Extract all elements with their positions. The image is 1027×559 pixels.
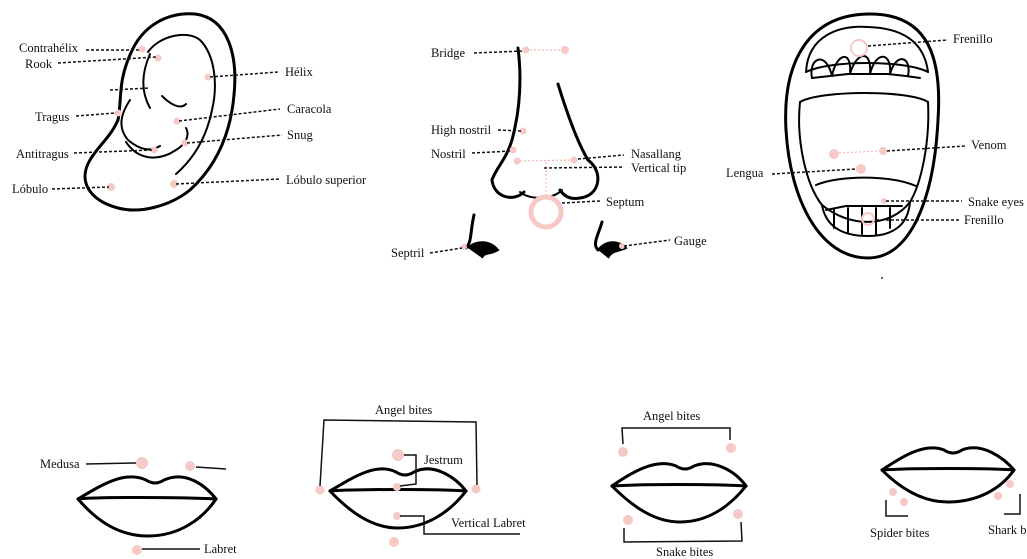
label-medusa: Medusa: [40, 457, 80, 471]
piercing-dot: [994, 492, 1002, 500]
piercing-dot: [879, 147, 887, 155]
piercing-dot: [393, 512, 401, 520]
label-shark-bites: Shark bites: [988, 523, 1027, 537]
label-lobulo-superior: Lóbulo superior: [286, 173, 366, 187]
piercing-dot: [829, 149, 839, 159]
piercing-dot: [392, 449, 404, 461]
piercing-dot: [623, 515, 633, 525]
label-gauge: Gauge: [674, 234, 707, 248]
label-contrahelix: Contrahélix: [19, 41, 78, 55]
label-angel-bites: Angel bites: [375, 403, 432, 417]
piercing-dot: [561, 46, 569, 54]
piercing-dot: [389, 537, 399, 547]
piercing-dot: [889, 488, 897, 496]
label-septril: Septril: [391, 246, 424, 260]
label-antitragus: Antitragus: [16, 147, 69, 161]
label-angel-bites: Angel bites: [643, 409, 700, 423]
lips1-piercings: [132, 457, 195, 555]
piercing-dot: [461, 244, 467, 250]
piercing-dot: [618, 447, 628, 457]
piercing-dot: [571, 157, 578, 164]
frenulum-ring: [851, 40, 867, 56]
frenulum-ring: [862, 213, 874, 225]
label-frenillo-bottom: Frenillo: [964, 213, 1004, 227]
ear-drawing: [85, 14, 235, 210]
label-rook: Rook: [25, 57, 52, 71]
nose-piercings: [461, 46, 625, 250]
mouth-piercings: [829, 40, 887, 225]
label-caracola: Caracola: [287, 102, 331, 116]
piercing-dot: [136, 457, 148, 469]
septum-ring: [531, 197, 561, 227]
speck: [881, 277, 883, 279]
label-lengua: Lengua: [726, 166, 763, 180]
label-snug: Snug: [287, 128, 313, 142]
label-bridge: Bridge: [431, 46, 465, 60]
piercing-dot: [139, 46, 146, 53]
label-snake-eyes: Snake eyes: [968, 195, 1024, 209]
label-vertical-tip: Vertical tip: [631, 161, 686, 175]
piercing-dot: [185, 461, 195, 471]
piercing-dot: [900, 498, 908, 506]
label-nasallang: Nasallang: [631, 147, 681, 161]
label-vertical-labret: Vertical Labret: [451, 516, 526, 530]
piercing-dot: [733, 509, 743, 519]
piercing-dot: [1006, 480, 1014, 488]
label-lobulo: Lóbulo: [12, 182, 48, 196]
lips3-drawing: [612, 464, 746, 522]
piercing-dot: [155, 55, 162, 62]
piercing-dot: [514, 158, 521, 165]
label-jestrum: Jestrum: [424, 453, 463, 467]
label-nostril: Nostril: [431, 147, 466, 161]
label-helix: Hélix: [285, 65, 313, 79]
piercing-dot: [523, 47, 530, 54]
piercing-dot: [132, 545, 142, 555]
label-venom: Venom: [971, 138, 1006, 152]
piercing-dot: [115, 110, 122, 117]
piercing-dot: [316, 486, 325, 495]
label-snake-bites: Snake bites: [656, 545, 713, 559]
piercing-dot: [856, 164, 866, 174]
label-labret: Labret: [204, 542, 237, 556]
label-septum: Septum: [606, 195, 644, 209]
piercing-dot: [726, 443, 736, 453]
label-high-nostril: High nostril: [431, 123, 491, 137]
label-spider-bites: Spider bites: [870, 526, 929, 540]
piercing-dot: [510, 147, 517, 154]
lips4-drawing: [882, 448, 1014, 502]
piercing-dot: [393, 483, 401, 491]
label-tragus: Tragus: [35, 110, 69, 124]
label-frenillo-top: Frenillo: [953, 32, 993, 46]
piercing-dot: [472, 485, 481, 494]
lips1-drawing: [78, 477, 216, 536]
